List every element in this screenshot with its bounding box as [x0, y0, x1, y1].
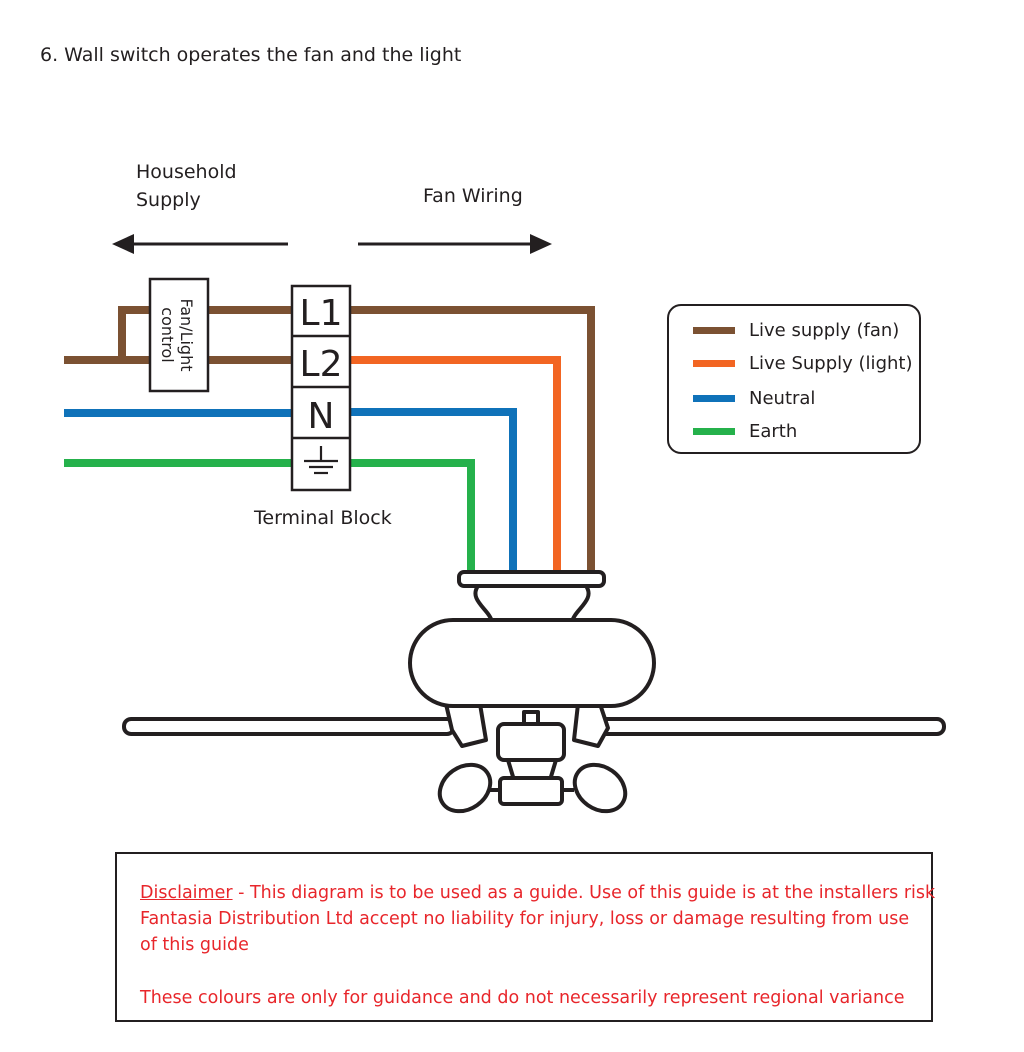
- light-bulb-left: [437, 762, 493, 814]
- legend-swatch-live-fan: [693, 326, 735, 334]
- fan-light-control-switch: [148, 277, 210, 393]
- fan-motor-housing: [408, 618, 656, 708]
- legend-swatch-earth: [693, 427, 735, 435]
- fan-canopy-neck: [473, 584, 591, 624]
- legend-item-live-fan: Live supply (fan): [693, 318, 899, 342]
- fan-blade-right: [590, 717, 946, 736]
- fan-canopy: [457, 570, 606, 588]
- fan-neutral-wire: [350, 408, 517, 572]
- disclaimer-line1: Disclaimer - This diagram is to be used …: [140, 880, 935, 906]
- live-fan-supply-wire: [64, 306, 150, 364]
- blade-arm-right: [572, 702, 610, 748]
- light-kit-body: [496, 722, 566, 762]
- legend-item-neutral: Neutral: [693, 386, 815, 410]
- blade-arm-left: [444, 702, 488, 748]
- legend-label-live-light: Live Supply (light): [749, 352, 913, 374]
- fan-blade-left: [122, 717, 456, 736]
- disclaimer-heading: Disclaimer: [140, 883, 233, 903]
- light-kit-stem: [522, 710, 540, 726]
- household-supply-label: Household Supply: [136, 158, 237, 214]
- disclaimer-box: Disclaimer - This diagram is to be used …: [115, 852, 935, 1022]
- light-kit-base: [498, 776, 564, 806]
- ceiling-fan-illustration: [122, 570, 946, 814]
- light-bulb-right: [572, 762, 628, 814]
- disclaimer-line2: Fantasia Distribution Ltd accept no liab…: [140, 909, 910, 929]
- household-arrowhead: [112, 234, 134, 254]
- disclaimer-line1-text: - This diagram is to be used as a guide.…: [232, 883, 936, 903]
- legend-label-earth: Earth: [749, 420, 798, 442]
- legend-swatch-live-light: [693, 359, 735, 367]
- fan-live-light-wire: [350, 356, 561, 572]
- disclaimer-line3: of this guide: [140, 935, 249, 955]
- disclaimer-line4: These colours are only for guidance and …: [140, 988, 905, 1008]
- fan-earth-wire: [350, 459, 475, 572]
- terminal-block: [290, 284, 352, 492]
- wire-colour-legend: Live supply (fan) Live Supply (light) Ne…: [667, 304, 921, 454]
- earth-symbol-icon: [304, 446, 338, 475]
- fan-wiring-arrowhead: [530, 234, 552, 254]
- terminal-n-label: N: [308, 396, 335, 437]
- household-label-line2: Supply: [136, 189, 201, 211]
- household-label-line1: Household: [136, 161, 237, 183]
- terminal-l1-label: L1: [300, 293, 343, 334]
- fan-live-fan-wire: [350, 306, 595, 572]
- terminal-l2-label: L2: [300, 344, 343, 385]
- legend-label-neutral: Neutral: [749, 387, 816, 409]
- legend-label-live-fan: Live supply (fan): [749, 319, 900, 341]
- fan-wiring-label: Fan Wiring: [423, 185, 523, 207]
- page-title: 6. Wall switch operates the fan and the …: [40, 44, 462, 66]
- terminal-block-label: Terminal Block: [254, 507, 392, 529]
- legend-item-live-light: Live Supply (light): [693, 351, 912, 375]
- legend-item-earth: Earth: [693, 419, 797, 443]
- switch-label-line2: control: [158, 307, 177, 362]
- legend-swatch-neutral: [693, 394, 735, 402]
- switch-label-line1: Fan/Light: [177, 299, 196, 372]
